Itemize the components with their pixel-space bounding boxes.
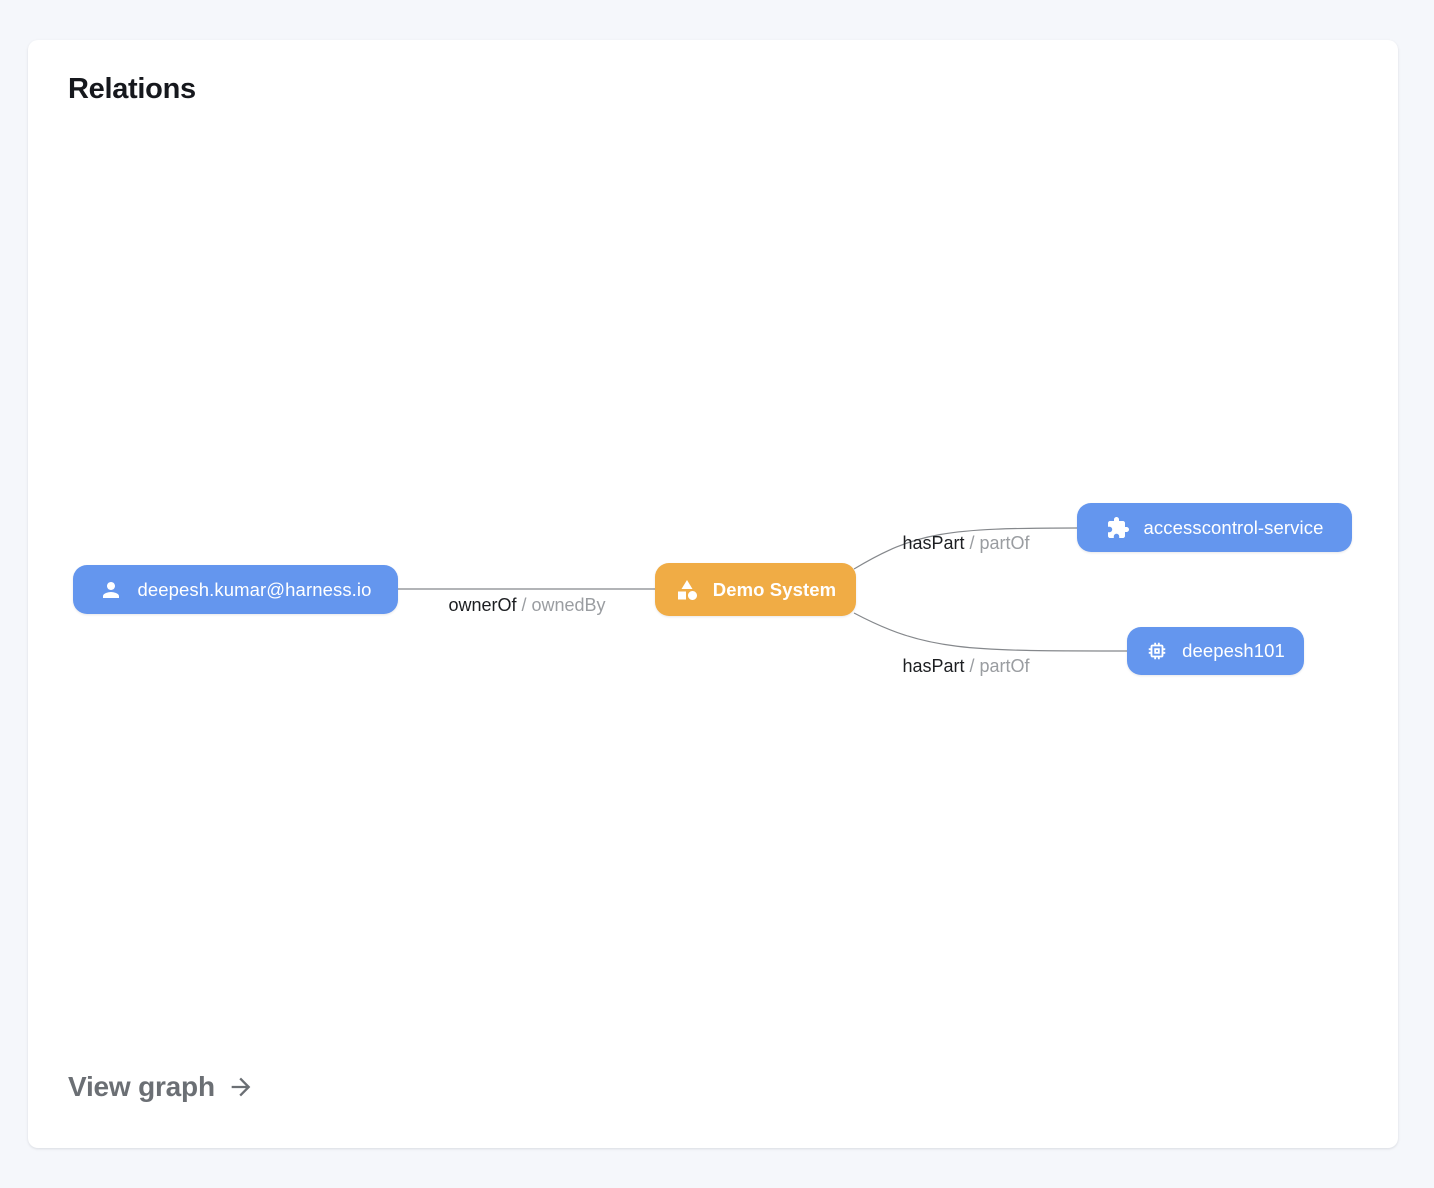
view-graph-label: View graph — [68, 1071, 215, 1102]
arrow-right-icon — [231, 1077, 251, 1097]
entity-node-user[interactable]: deepesh.kumar@harness.io — [73, 565, 398, 614]
edge-relation-separator: / — [969, 533, 975, 553]
edge-relation-separator: / — [521, 595, 527, 615]
edge-relation-separator: / — [969, 656, 975, 676]
entity-node-label: accesscontrol-service — [1143, 516, 1324, 538]
entity-node-component[interactable]: deepesh101 — [1127, 627, 1304, 675]
relation-edges — [398, 527, 1128, 652]
relations-card: Relations deepesh.kumar@harness.io Demo … — [28, 40, 1398, 1148]
edge-label-haspart-bottom: hasPart/partOf — [856, 656, 1076, 677]
edge-label-owner: ownerOf/ownedBy — [417, 595, 637, 616]
entity-node-system[interactable]: Demo System — [655, 563, 856, 616]
entity-node-label: deepesh.kumar@harness.io — [137, 578, 372, 600]
card-title: Relations — [68, 73, 196, 105]
edge-relation-reverse: partOf — [979, 533, 1030, 553]
edge-relation-forward: hasPart — [902, 533, 965, 553]
view-graph-link[interactable]: View graph — [68, 1071, 255, 1103]
edge-relation-reverse: partOf — [979, 656, 1030, 676]
chip-icon — [1148, 642, 1166, 660]
edge-relation-forward: ownerOf — [448, 595, 517, 615]
edge-line-haspart-bottom — [853, 612, 1128, 652]
entity-node-service[interactable]: accesscontrol-service — [1077, 503, 1352, 552]
edge-relation-forward: hasPart — [902, 656, 965, 676]
puzzle-icon — [1107, 516, 1129, 538]
entity-node-label: deepesh101 — [1182, 640, 1285, 661]
entity-node-label: Demo System — [712, 578, 837, 600]
edge-label-haspart-top: hasPart/partOf — [856, 533, 1076, 554]
edge-line-haspart-top — [853, 527, 1078, 570]
user-icon — [103, 581, 120, 598]
relations-graph: deepesh.kumar@harness.io Demo System acc… — [28, 40, 1398, 1148]
category-shapes-icon — [677, 579, 697, 600]
edge-relation-reverse: ownedBy — [531, 595, 606, 615]
